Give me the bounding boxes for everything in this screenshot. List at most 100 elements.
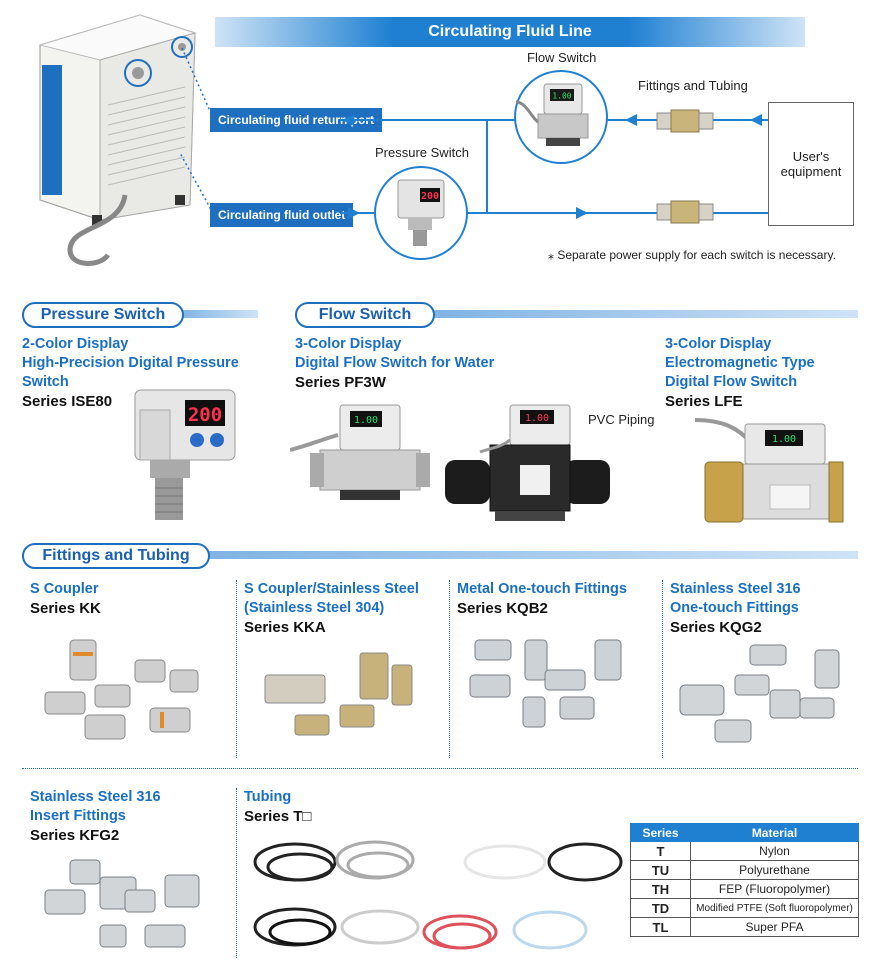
kqb2-title-1: Metal One-touch Fittings — [457, 581, 627, 597]
divider-v2 — [449, 580, 450, 758]
fittings-pill-line — [205, 551, 858, 559]
kqb2-title: Metal One-touch Fittings Series KQB2 — [457, 580, 627, 618]
ise80-series: Series ISE80 — [22, 393, 113, 410]
tubing-material-table: Series Material T Nylon TU Polyurethane … — [630, 823, 859, 937]
lfe-title-3: Digital Flow Switch — [665, 374, 798, 390]
tubing-image — [253, 840, 623, 950]
lfe-title: 3-Color Display Electromagnetic Type Dig… — [665, 335, 815, 411]
header-series: Series — [630, 823, 691, 842]
kqg2-title: Stainless Steel 316 One-touch Fittings S… — [670, 580, 801, 637]
kqg2-title-2: One-touch Fittings — [670, 600, 799, 616]
kk-series: Series KK — [30, 600, 101, 617]
kqb2-image — [469, 639, 622, 728]
material-table-header: Series Material — [630, 823, 859, 842]
divider-v3 — [662, 580, 663, 758]
kfg2-title: Stainless Steel 316 Insert Fittings Seri… — [30, 788, 161, 845]
flow-switch-image: 1.00 — [515, 83, 589, 146]
divider-v1 — [236, 580, 237, 758]
ise80-image: 200 — [134, 389, 236, 520]
header-title: Circulating Fluid Line — [428, 23, 592, 40]
table-row: TD Modified PTFE (Soft fluoropolymer) — [630, 898, 859, 918]
pf3w-series: Series PF3W — [295, 374, 386, 391]
series-cell: TD — [630, 898, 691, 918]
pvc-piping-label: PVC Piping — [588, 412, 655, 427]
pressure-switch-label: Pressure Switch — [375, 145, 469, 160]
outlet-label: Circulating fluid outlet — [210, 203, 354, 227]
tubing-title-1: Tubing — [244, 789, 292, 805]
kka-title-2: (Stainless Steel 304) — [244, 600, 385, 616]
user-equipment-box: User's equipment — [768, 102, 854, 226]
pf3w-title-2: Digital Flow Switch for Water — [295, 355, 495, 371]
lfe-title-2: Electromagnetic Type — [665, 355, 815, 371]
pressure-pill-line — [180, 310, 258, 318]
kka-series: Series KKA — [244, 619, 326, 636]
pf3w-pvc-image: 1.00 — [445, 404, 610, 521]
series-cell: TU — [630, 860, 691, 880]
svg-text:1.00: 1.00 — [354, 415, 378, 426]
series-cell: T — [630, 841, 691, 861]
pressure-switch-image: 200 — [397, 179, 445, 246]
kqg2-series: Series KQG2 — [670, 619, 762, 636]
ise80-title-3: Switch — [22, 374, 69, 390]
kqb2-series: Series KQB2 — [457, 600, 548, 617]
pf3w-title: 3-Color Display Digital Flow Switch for … — [295, 335, 494, 392]
material-cell: Nylon — [690, 841, 859, 861]
flow-switch-pill: Flow Switch — [295, 302, 435, 328]
kfg2-image — [44, 859, 200, 948]
tubing-title: Tubing Series T□ — [244, 788, 311, 826]
pressure-switch-pill: Pressure Switch — [22, 302, 184, 328]
circulating-fluid-line-header: Circulating Fluid Line — [215, 17, 805, 47]
material-cell: Super PFA — [690, 917, 859, 937]
flow-switch-label: Flow Switch — [527, 50, 597, 65]
material-cell: Modified PTFE (Soft fluoropolymer) — [690, 898, 859, 918]
fitting-upper-image — [656, 109, 714, 133]
table-row: TH FEP (Fluoropolymer) — [630, 879, 859, 899]
kk-image — [44, 639, 199, 740]
equipment-label-2: equipment — [780, 164, 842, 179]
kfg2-series: Series KFG2 — [30, 827, 120, 844]
fitting-lower-image — [656, 200, 714, 224]
pressure-switch-circle: 200 — [374, 166, 468, 260]
material-cell: FEP (Fluoropolymer) — [690, 879, 859, 899]
table-row: T Nylon — [630, 841, 859, 861]
svg-text:1.00: 1.00 — [772, 434, 796, 445]
kfg2-title-1: Stainless Steel 316 — [30, 789, 161, 805]
divider-h — [22, 768, 858, 769]
kfg2-title-2: Insert Fittings — [30, 808, 126, 824]
kka-image — [264, 652, 413, 736]
header-material: Material — [690, 823, 859, 842]
equipment-label-1: User's — [792, 149, 830, 164]
power-supply-note: ⁎ Separate power supply for each switch … — [548, 248, 836, 262]
fittings-tubing-label: Fittings and Tubing — [638, 78, 748, 93]
table-row: TL Super PFA — [630, 917, 859, 937]
kka-title: S Coupler/Stainless Steel (Stainless Ste… — [244, 580, 419, 637]
callout-lines — [180, 47, 215, 216]
fittings-tubing-pill: Fittings and Tubing — [22, 543, 210, 569]
flow-switch-circle: 1.00 — [514, 70, 608, 164]
lfe-title-1: 3-Color Display — [665, 336, 772, 352]
ise80-title-1: 2-Color Display — [22, 336, 129, 352]
kk-title-1: S Coupler — [30, 581, 99, 597]
chiller-unit-image — [38, 14, 197, 266]
lfe-image: 1.00 — [695, 418, 844, 523]
kqg2-image — [679, 644, 840, 743]
tubing-series: Series T□ — [244, 808, 312, 825]
pf3w-image: 1.00 — [290, 404, 430, 500]
pressure-display-text: 200 — [421, 191, 439, 202]
divider-v4 — [236, 788, 237, 958]
flow-pill-line — [430, 310, 858, 318]
ise80-title: 2-Color Display High-Precision Digital P… — [22, 335, 239, 411]
lfe-series: Series LFE — [665, 393, 743, 410]
series-cell: TH — [630, 879, 691, 899]
kk-title: S Coupler Series KK — [30, 580, 101, 618]
table-row: TU Polyurethane — [630, 860, 859, 880]
flow-display-text: 1.00 — [552, 92, 571, 101]
svg-text:200: 200 — [188, 404, 222, 426]
kqg2-title-1: Stainless Steel 316 — [670, 581, 801, 597]
material-cell: Polyurethane — [690, 860, 859, 880]
svg-text:1.00: 1.00 — [525, 413, 549, 424]
pf3w-title-1: 3-Color Display — [295, 336, 402, 352]
series-cell: TL — [630, 917, 691, 937]
kka-title-1: S Coupler/Stainless Steel — [244, 581, 419, 597]
ise80-title-2: High-Precision Digital Pressure — [22, 355, 239, 371]
